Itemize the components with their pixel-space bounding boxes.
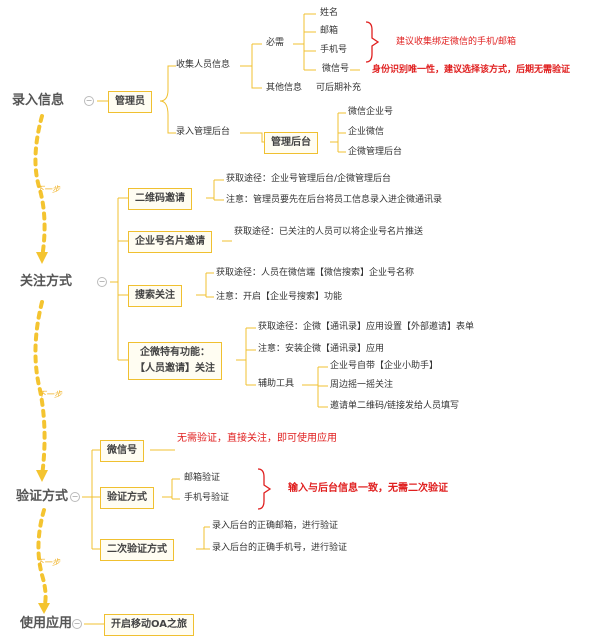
main-node-use: 使用应用 xyxy=(20,616,73,631)
backend-item-3: 企微管理后台 xyxy=(348,147,403,157)
collapse-icon[interactable]: − xyxy=(70,492,80,502)
second-item-2: 录入后台的正确手机号，进行验证 xyxy=(212,543,348,553)
collapse-icon[interactable]: − xyxy=(97,277,107,287)
note-wechat: 身份识别唯一性，建议选择该方式，后期无需验证 xyxy=(372,65,571,75)
item-email: 邮箱 xyxy=(320,26,339,36)
backend-item-2: 企业微信 xyxy=(348,127,385,137)
tools-label: 辅助工具 xyxy=(258,379,295,389)
search-how: 获取途径：人员在微信端【微信搜索】企业号名称 xyxy=(216,268,415,278)
verify-node: 验证方式 xyxy=(100,487,154,509)
card-invite-node: 企业号名片邀请 xyxy=(128,231,212,253)
entry-backend-label: 录入管理后台 xyxy=(176,127,231,137)
later-label: 可后期补充 xyxy=(316,83,362,93)
tool-item-3: 邀请单二维码/链接发给人员填写 xyxy=(330,401,460,411)
backend-node: 管理后台 xyxy=(264,132,318,154)
verify-note: 输入与后台信息一致，无需二次验证 xyxy=(288,483,448,494)
second-item-1: 录入后台的正确邮箱，进行验证 xyxy=(212,521,339,531)
collect-info-label: 收集人员信息 xyxy=(176,60,231,70)
note-bind: 建议收集绑定微信的手机/邮箱 xyxy=(396,37,517,47)
admin-node: 管理员 xyxy=(108,91,152,113)
wechat-note: 无需验证，直接关注，即可使用应用 xyxy=(177,433,337,444)
item-name: 姓名 xyxy=(320,8,339,18)
qr-invite-node: 二维码邀请 xyxy=(128,188,192,210)
special-line-2: 【人员邀请】关注 xyxy=(135,363,215,374)
next-step-label: 下一步 xyxy=(36,558,60,567)
tool-item-1: 企业号自带【企业小助手】 xyxy=(330,361,439,371)
verify-email: 邮箱验证 xyxy=(184,473,221,483)
backend-item-1: 微信企业号 xyxy=(348,107,394,117)
card-how: 获取途径：已关注的人员可以将企业号名片推送 xyxy=(234,227,424,237)
next-step-label: 下一步 xyxy=(38,390,62,399)
main-node-verify: 验证方式 xyxy=(16,489,69,504)
special-note: 注意：安装企微【通讯录】应用 xyxy=(258,344,385,354)
start-node: 开启移动OA之旅 xyxy=(104,614,194,636)
special-line-1: 企微特有功能： xyxy=(140,347,210,358)
second-verify-node: 二次验证方式 xyxy=(100,539,174,561)
qr-how: 获取途径：企业号管理后台/企微管理后台 xyxy=(226,174,392,184)
required-label: 必需 xyxy=(266,38,285,48)
item-phone: 手机号 xyxy=(320,45,348,55)
search-note: 注意：开启【企业号搜索】功能 xyxy=(216,292,343,302)
collapse-icon[interactable]: − xyxy=(72,619,82,629)
main-node-entry: 录入信息 xyxy=(12,93,65,108)
qr-note: 注意：管理员要先在后台将员工信息录入进企微通讯录 xyxy=(226,195,443,205)
other-info-label: 其他信息 xyxy=(266,83,303,93)
search-follow-node: 搜索关注 xyxy=(128,285,182,307)
verify-phone: 手机号验证 xyxy=(184,493,230,503)
wechat-node: 微信号 xyxy=(100,440,144,462)
special-node: 企微特有功能： 【人员邀请】关注 xyxy=(128,342,222,380)
tool-item-2: 周边摇一摇关注 xyxy=(330,380,394,390)
main-node-follow: 关注方式 xyxy=(20,274,73,289)
collapse-icon[interactable]: − xyxy=(84,96,94,106)
special-how: 获取途径：企微【通讯录】应用设置【外部邀请】表单 xyxy=(258,322,475,332)
next-step-label: 下一步 xyxy=(36,185,60,194)
item-wechat: 微信号 xyxy=(322,64,350,74)
